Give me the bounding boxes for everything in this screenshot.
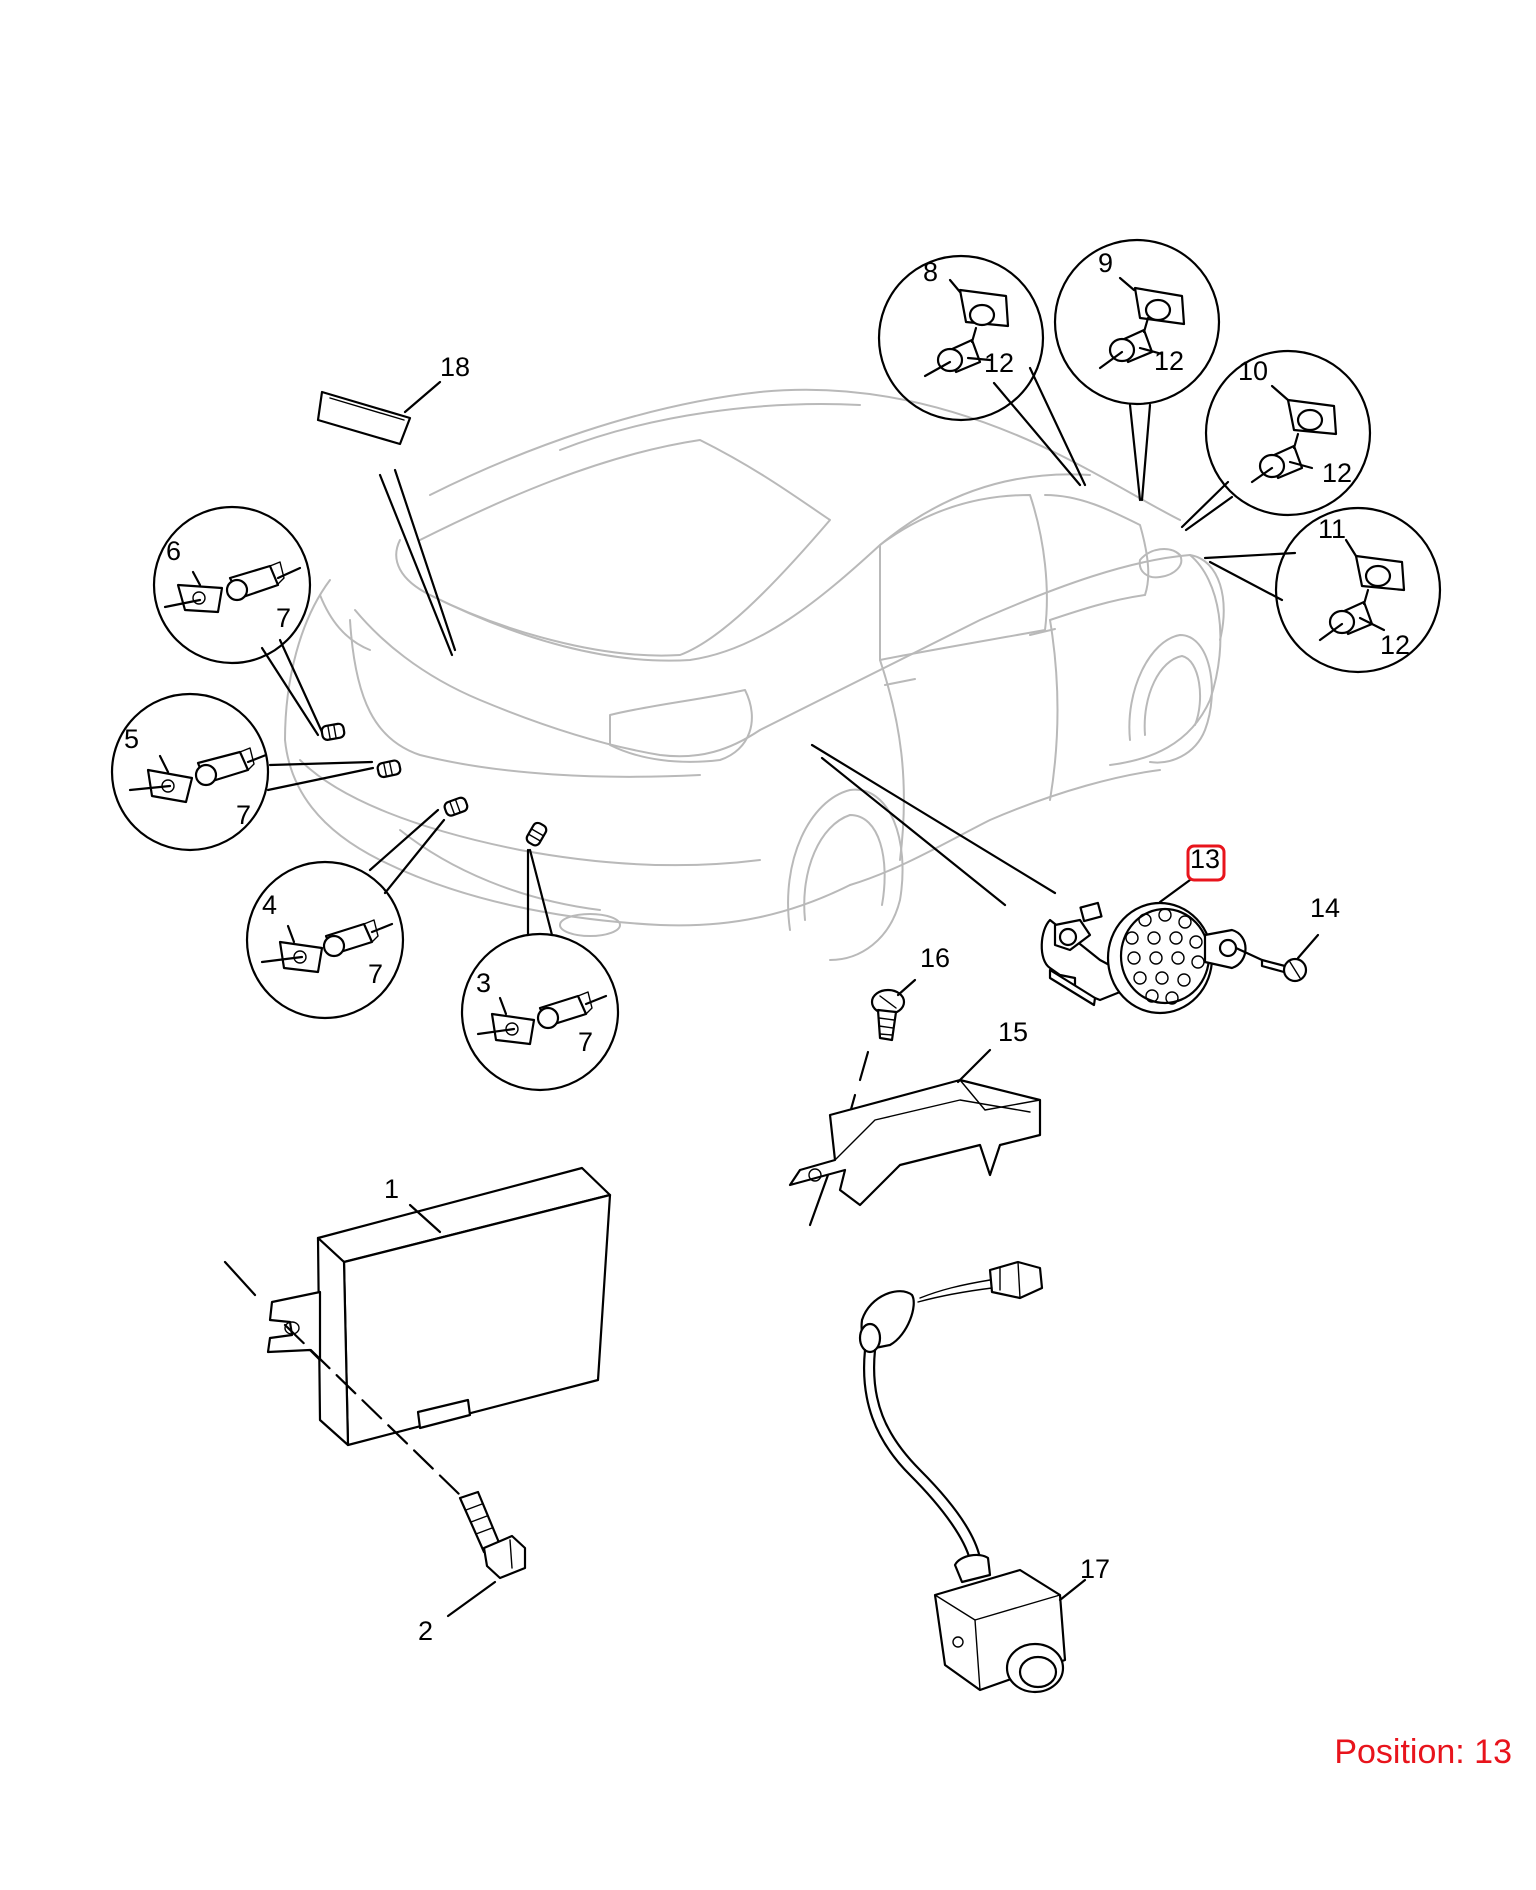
detail-circle-5 <box>110 692 270 852</box>
detail-circle-10 <box>1204 349 1372 517</box>
front-sensor-bracket-9[interactable] <box>1118 276 1186 326</box>
callout-17[interactable]: 17 <box>1080 1554 1110 1584</box>
callout-5[interactable]: 5 <box>124 724 139 754</box>
sensor-7-in-circle-6[interactable] <box>225 561 302 602</box>
front-sensor-12-in-circle-10[interactable] <box>1250 432 1314 484</box>
callout-1[interactable]: 1 <box>384 1174 399 1204</box>
callout-10[interactable]: 10 <box>1238 356 1268 386</box>
vehicle-outline <box>284 388 1225 961</box>
sensor-7-in-circle-3[interactable] <box>536 991 608 1030</box>
front-sensor-bracket-10[interactable] <box>1270 384 1338 436</box>
detail-circle-4 <box>245 860 405 1020</box>
selected-callout-highlight <box>1186 844 1226 882</box>
callout-12-circle-10[interactable]: 12 <box>1322 458 1352 488</box>
callout-9[interactable]: 9 <box>1098 248 1113 278</box>
sensor-bracket-6[interactable] <box>163 570 224 614</box>
callout-7-circle-3[interactable]: 7 <box>578 1027 593 1057</box>
callout-6[interactable]: 6 <box>166 536 181 566</box>
sensor-bracket-5[interactable] <box>128 754 194 804</box>
callout-13[interactable]: 13 <box>1190 844 1220 874</box>
callout-11[interactable]: 11 <box>1318 514 1346 544</box>
callout-2[interactable]: 2 <box>418 1616 433 1646</box>
detail-circle-11 <box>1274 506 1442 674</box>
axis-dashed-line-2 <box>283 1323 462 1497</box>
front-sensor-12-in-circle-8[interactable] <box>923 326 992 378</box>
callout-7-circle-5[interactable]: 7 <box>236 800 251 830</box>
callout-7-circle-4[interactable]: 7 <box>368 959 383 989</box>
front-sensor-12-in-circle-9[interactable] <box>1098 316 1164 370</box>
callout-4[interactable]: 4 <box>262 890 277 920</box>
position-label: Position: 13 <box>1334 1733 1512 1771</box>
axis-line-15 <box>808 1173 830 1227</box>
axis-line-1 <box>223 1260 257 1297</box>
part-2-bolt[interactable] <box>446 1490 527 1618</box>
callout-3[interactable]: 3 <box>476 968 491 998</box>
callout-12-circle-9[interactable]: 12 <box>1154 346 1184 376</box>
callout-8[interactable]: 8 <box>923 257 938 287</box>
callout-14[interactable]: 14 <box>1310 893 1340 923</box>
buzzer-grille <box>1125 908 1205 1005</box>
leader-lines <box>260 366 1297 937</box>
part-13-buzzer[interactable] <box>1040 878 1264 1015</box>
detail-circle-9 <box>1053 238 1221 406</box>
callout-12-circle-11[interactable]: 12 <box>1380 630 1410 660</box>
callout-15[interactable]: 15 <box>998 1017 1028 1047</box>
front-sensor-12-in-circle-11[interactable] <box>1318 588 1386 642</box>
detail-circle-6 <box>152 505 312 665</box>
detail-circle-8 <box>877 254 1045 422</box>
callout-12-circle-8[interactable]: 12 <box>984 348 1014 378</box>
sensor-bracket-3[interactable] <box>476 996 536 1046</box>
sensor-7-in-circle-4[interactable] <box>322 919 394 958</box>
front-sensor-bracket-8[interactable] <box>948 278 1010 328</box>
part-16-screw[interactable] <box>870 978 917 1042</box>
part-15-bracket[interactable] <box>788 1048 1042 1207</box>
front-sensor-bracket-11[interactable] <box>1344 538 1406 592</box>
sensor-bracket-4[interactable] <box>260 924 324 974</box>
callout-labels: 1 2 3 4 5 6 7 7 7 7 8 9 10 11 12 12 12 1… <box>124 248 1410 1646</box>
callout-7-circle-6[interactable]: 7 <box>276 603 291 633</box>
part-17-camera[interactable] <box>858 1260 1087 1694</box>
callout-16[interactable]: 16 <box>920 943 950 973</box>
callout-18[interactable]: 18 <box>440 352 470 382</box>
part-14-screw[interactable] <box>1260 933 1320 983</box>
sensor-7-in-circle-5[interactable] <box>194 747 268 787</box>
detail-circle-3 <box>460 932 620 1092</box>
part-1-control-module[interactable] <box>266 1166 612 1447</box>
part-18-cover-plate[interactable] <box>316 380 442 446</box>
axis-line-16 <box>858 1050 870 1082</box>
bumper-sensor-markers <box>320 722 548 847</box>
